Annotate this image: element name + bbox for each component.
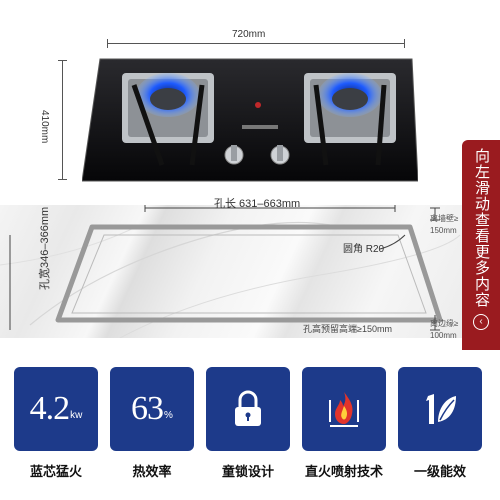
feature-item-energy: 一级能效 xyxy=(398,367,482,480)
control-knob-right xyxy=(270,145,290,165)
feature-item-power: 4.2 kw 蓝芯猛火 xyxy=(14,367,98,480)
flame-icon xyxy=(329,392,359,427)
edge-distance-line-1: 离边缘≥ xyxy=(430,319,459,328)
wall-distance-label: 离墙壁≥ 150mm xyxy=(430,213,458,237)
power-unit: kw xyxy=(70,410,83,421)
height-dimension-line xyxy=(58,60,67,180)
feature-direct-fire-badge xyxy=(302,367,386,451)
width-dimension-label: 720mm xyxy=(232,29,266,40)
feature-energy-badge xyxy=(398,367,482,451)
feature-row: 4.2 kw 蓝芯猛火 63 % 热效率 童锁设计 xyxy=(0,350,500,500)
wall-distance-line-1: 离墙壁≥ xyxy=(430,214,459,223)
swipe-more-text: 向左滑动查看更多内容 xyxy=(473,148,490,308)
feature-label-efficiency: 热效率 xyxy=(132,464,172,479)
countertop-cutout-diagram xyxy=(0,205,462,338)
cooktop-section: 720mm 410mm xyxy=(0,0,500,205)
edge-distance-line-2: 100mm xyxy=(430,331,457,340)
gas-cooktop-image xyxy=(82,58,418,182)
efficiency-value: 63 xyxy=(131,390,164,427)
control-knob-left xyxy=(224,145,244,165)
chevron-left-circle-icon: ‹ xyxy=(473,314,489,330)
height-dimension-label: 410mm xyxy=(39,110,50,144)
leaf-one-icon xyxy=(426,394,456,424)
right-burner xyxy=(304,73,396,166)
feature-label-power: 蓝芯猛火 xyxy=(29,464,82,479)
feature-item-efficiency: 63 % 热效率 xyxy=(110,367,194,480)
wall-distance-line-2: 150mm xyxy=(430,226,457,235)
reserve-height-label: 孔高预留高端≥150mm xyxy=(303,324,392,334)
width-dimension-line xyxy=(107,39,405,48)
edge-distance-label: 离边缘≥ 100mm xyxy=(430,318,458,342)
feature-label-energy: 一级能效 xyxy=(413,464,466,479)
feature-label-child-lock: 童锁设计 xyxy=(221,464,274,479)
corner-radius-label: 圆角 R20 xyxy=(343,244,385,255)
feature-item-child-lock: 童锁设计 xyxy=(206,367,290,480)
power-value: 4.2 xyxy=(29,390,70,427)
swipe-more-tab[interactable]: 向左滑动查看更多内容 ‹ xyxy=(462,140,500,358)
feature-label-direct-fire: 直火喷射技术 xyxy=(304,464,383,479)
left-burner xyxy=(122,73,214,166)
hole-length-label: 孔长 631–663mm xyxy=(214,198,301,210)
feature-power-badge: 4.2 kw xyxy=(14,367,98,451)
feature-efficiency-badge: 63 % xyxy=(110,367,194,451)
feature-child-lock-badge xyxy=(206,367,290,451)
cutout-outline xyxy=(0,205,461,338)
hole-width-label: 孔宽346–366mm xyxy=(39,206,51,290)
efficiency-unit: % xyxy=(164,410,173,421)
lock-icon xyxy=(235,390,261,426)
feature-item-direct-fire: 直火喷射技术 xyxy=(302,367,386,480)
